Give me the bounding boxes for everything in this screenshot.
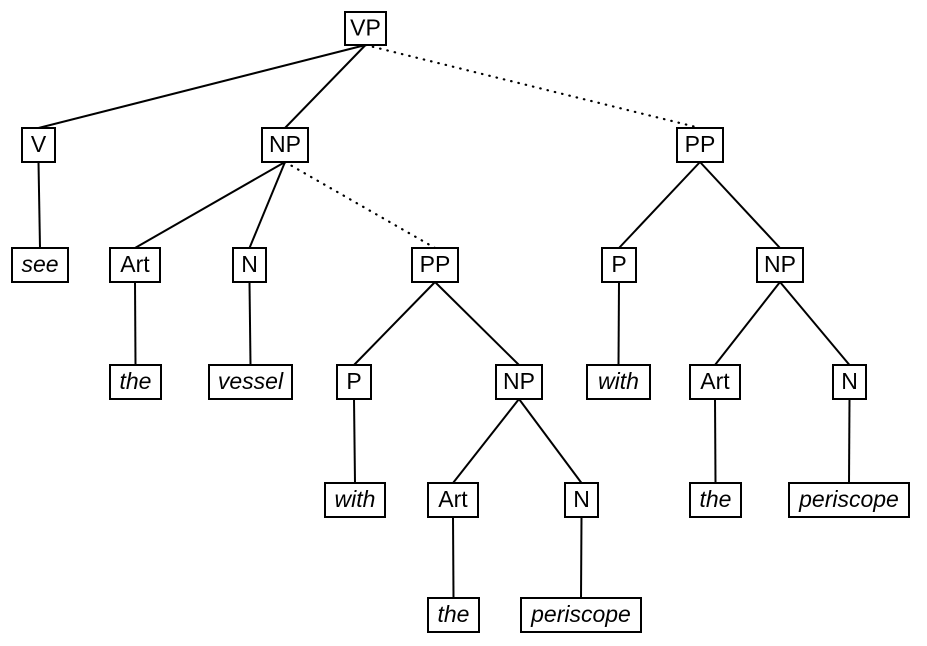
category-node-pp_mid: PP: [411, 247, 459, 283]
tree-edge-solid-n1-to-vessel: [248, 281, 252, 366]
node-label: Art: [120, 251, 150, 277]
node-label: NP: [503, 368, 535, 394]
node-label: N: [573, 486, 590, 512]
node-label: N: [241, 251, 258, 277]
node-label: PP: [685, 131, 716, 157]
node-box: [520, 597, 642, 633]
category-node-p_mid: P: [336, 364, 372, 400]
category-node-n_r: N: [832, 364, 867, 400]
node-box: [411, 247, 459, 283]
node-box: [788, 482, 910, 518]
node-label: the: [700, 486, 732, 512]
node-label: Art: [438, 486, 468, 512]
category-node-np1: NP: [261, 127, 309, 163]
node-box: [427, 482, 479, 518]
node-label: periscope: [530, 601, 631, 627]
node-box: [427, 597, 480, 633]
tree-edge-solid-np_mid-to-n_m: [518, 398, 583, 484]
tree-edge-dotted-vp-to-pp_right: [364, 43, 702, 130]
node-box: [261, 127, 309, 163]
node-label: V: [31, 131, 47, 157]
terminal-node-with_m: with: [324, 482, 386, 518]
tree-edge-solid-vp-to-np1: [284, 44, 367, 129]
tree-edge-solid-np_right-to-n_r: [779, 281, 851, 366]
tree-edge-solid-np1-to-art1: [134, 161, 286, 249]
node-box: [564, 482, 599, 518]
tree-edge-dotted-np1-to-pp_mid: [283, 160, 437, 250]
tree-edge-solid-v-to-see: [37, 161, 41, 249]
node-label: VP: [350, 15, 381, 41]
tree-edge-solid-vp-to-v: [38, 44, 366, 129]
node-box: [689, 482, 742, 518]
terminal-node-the1: the: [109, 364, 162, 400]
node-label: P: [611, 251, 626, 277]
tree-edge-solid-art_r-to-the_r: [714, 398, 717, 484]
terminal-node-with_r: with: [586, 364, 651, 400]
node-box: [601, 247, 637, 283]
node-box: [232, 247, 267, 283]
terminal-node-periscope_r: periscope: [788, 482, 910, 518]
node-box: [495, 364, 543, 400]
node-label: with: [335, 486, 376, 512]
tree-edge-solid-art1-to-the1: [134, 281, 137, 366]
node-label: see: [21, 251, 58, 277]
tree-edge-solid-pp_right-to-np_right: [699, 161, 781, 249]
category-node-np_right: NP: [756, 247, 804, 283]
category-node-art_m: Art: [427, 482, 479, 518]
tree-edge-solid-np1-to-n1: [248, 161, 286, 249]
node-label: N: [841, 368, 858, 394]
node-box: [676, 127, 724, 163]
node-label: PP: [420, 251, 451, 277]
node-label: NP: [269, 131, 301, 157]
tree-edge-solid-p_mid-to-with_m: [353, 398, 356, 484]
tree-edge-solid-np_right-to-art_r: [714, 281, 781, 366]
tree-edge-solid-n_m-to-periscope_m: [580, 516, 583, 599]
node-label: vessel: [218, 368, 284, 394]
node-label: the: [438, 601, 470, 627]
terminal-node-the_m: the: [427, 597, 480, 633]
node-box: [832, 364, 867, 400]
category-node-pp_right: PP: [676, 127, 724, 163]
node-box: [109, 364, 162, 400]
tree-edge-solid-pp_mid-to-p_mid: [353, 281, 436, 366]
node-label: the: [120, 368, 152, 394]
category-node-vp: VP: [344, 11, 387, 46]
node-box: [689, 364, 741, 400]
terminal-node-periscope_m: periscope: [520, 597, 642, 633]
tree-edge-solid-art_m-to-the_m: [452, 516, 455, 599]
category-node-n_m: N: [564, 482, 599, 518]
terminal-node-see: see: [11, 247, 69, 283]
tree-edge-solid-p_right-to-with_r: [617, 281, 620, 366]
terminal-node-vessel: vessel: [208, 364, 293, 400]
category-node-art_r: Art: [689, 364, 741, 400]
tree-edge-solid-pp_right-to-p_right: [618, 161, 701, 249]
node-box: [586, 364, 651, 400]
node-label: with: [598, 368, 639, 394]
tree-edge-solid-n_r-to-periscope_r: [848, 398, 851, 484]
category-node-n1: N: [232, 247, 267, 283]
node-box: [344, 11, 387, 46]
terminal-node-the_r: the: [689, 482, 742, 518]
node-box: [208, 364, 293, 400]
tree-edge-solid-pp_mid-to-np_mid: [434, 281, 520, 366]
node-label: NP: [764, 251, 796, 277]
edge-layer: [37, 43, 851, 599]
category-node-np_mid: NP: [495, 364, 543, 400]
node-box: [756, 247, 804, 283]
node-box: [11, 247, 69, 283]
node-box: [336, 364, 372, 400]
node-box: [109, 247, 161, 283]
category-node-p_right: P: [601, 247, 637, 283]
node-label: periscope: [798, 486, 899, 512]
tree-edge-solid-np_mid-to-art_m: [452, 398, 520, 484]
node-label: Art: [700, 368, 730, 394]
node-box: [21, 127, 56, 163]
category-node-v: V: [21, 127, 56, 163]
node-box: [324, 482, 386, 518]
category-node-art1: Art: [109, 247, 161, 283]
node-label: P: [346, 368, 361, 394]
